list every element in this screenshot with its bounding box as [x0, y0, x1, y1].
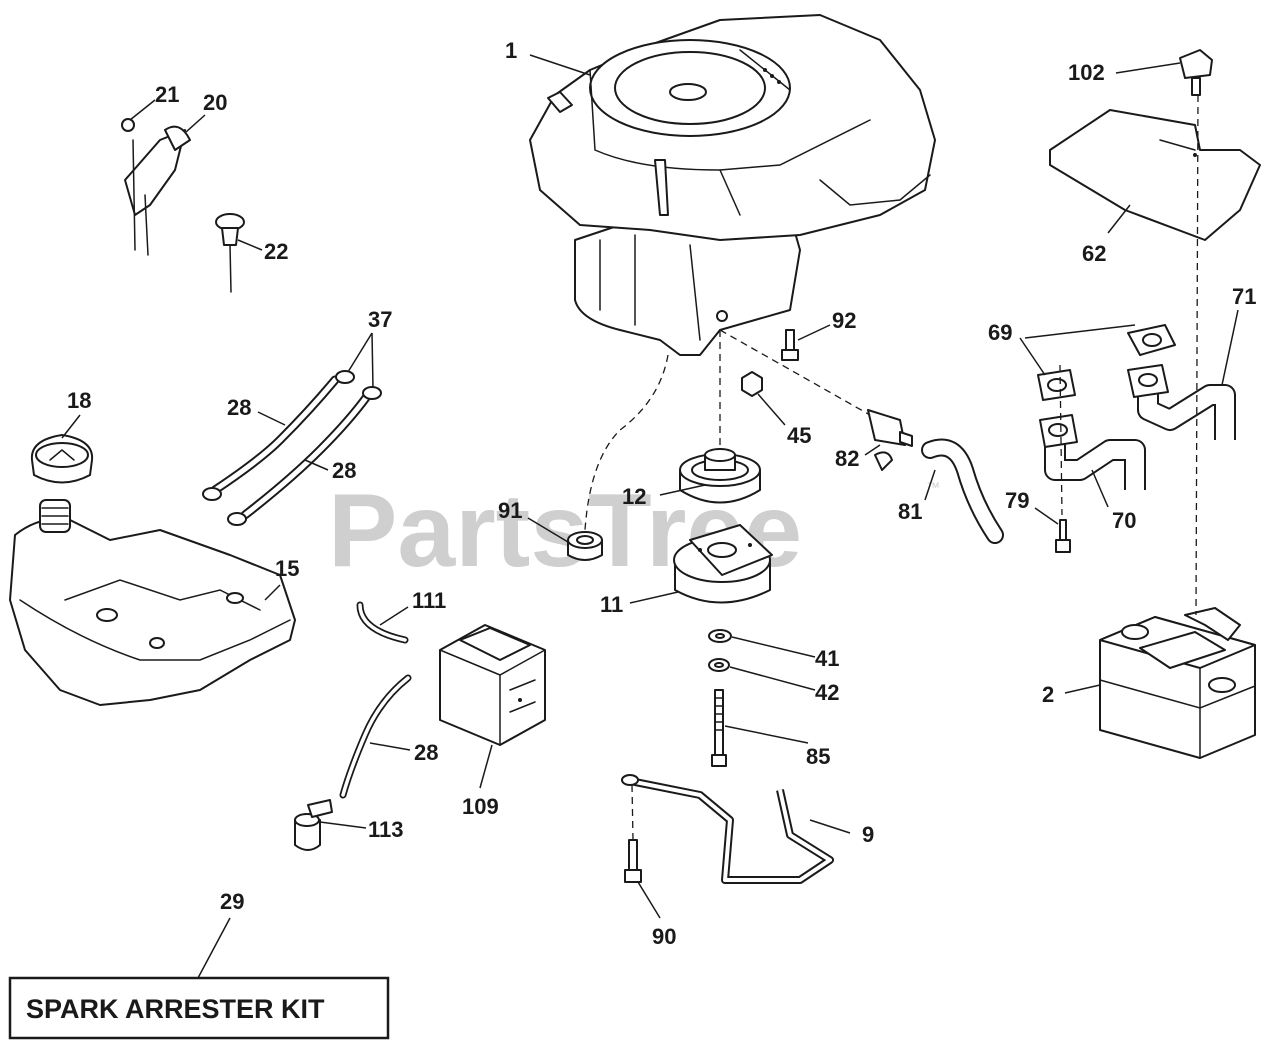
callout-37[interactable]: 37	[368, 307, 392, 332]
pto-clutch[interactable]	[673, 524, 773, 604]
clutch-bolt[interactable]	[711, 689, 727, 767]
callout-90[interactable]: 90	[652, 924, 676, 949]
callout-109[interactable]: 109	[462, 794, 499, 819]
callout-21[interactable]: 21	[155, 82, 179, 107]
callout-41[interactable]: 41	[815, 646, 839, 671]
callout-15[interactable]: 15	[275, 556, 299, 581]
callout-111[interactable]: 111	[412, 588, 446, 613]
callout-28-upper[interactable]: 28	[227, 395, 251, 420]
fuel-tank[interactable]	[9, 499, 296, 706]
callout-numbers: 1 2 9 11 12 15 18 20 21 22 28 28 28 29 3…	[67, 38, 1256, 949]
callout-102[interactable]: 102	[1068, 60, 1105, 85]
callout-28-lower[interactable]: 28	[332, 458, 356, 483]
vent-hose-111[interactable]	[356, 601, 409, 644]
exhaust-gasket-lower[interactable]	[1037, 369, 1076, 401]
oil-drain-valve[interactable]	[867, 409, 913, 471]
washer-42[interactable]	[708, 658, 730, 672]
washer-41[interactable]	[708, 629, 732, 643]
callout-70[interactable]: 70	[1112, 508, 1136, 533]
oil-drain-cap[interactable]	[567, 531, 603, 561]
callout-2[interactable]: 2	[1042, 682, 1054, 707]
oil-drain-hose[interactable]	[921, 438, 1004, 544]
fuel-fitting-113[interactable]	[294, 799, 333, 851]
callout-29[interactable]: 29	[220, 889, 244, 914]
exhaust-gasket-upper[interactable]	[1127, 324, 1176, 356]
callout-92[interactable]: 92	[832, 308, 856, 333]
throttle-bracket[interactable]	[121, 118, 191, 256]
callout-79[interactable]: 79	[1005, 488, 1029, 513]
shield-screw[interactable]	[1179, 49, 1213, 96]
spark-arrester-kit-label: SPARK ARRESTER KIT	[26, 994, 325, 1024]
muffler[interactable]	[1099, 607, 1256, 759]
bolt-92[interactable]	[781, 329, 799, 361]
assembly-line-shield	[1195, 94, 1199, 616]
assembly-line-bracket	[631, 784, 634, 841]
fuel-line-upper[interactable]	[210, 375, 340, 495]
assembly-line-exhaust	[1059, 364, 1063, 516]
callout-20[interactable]: 20	[203, 90, 227, 115]
choke-knob[interactable]	[215, 213, 245, 293]
callout-28-vent[interactable]: 28	[414, 740, 438, 765]
leader-lines	[61, 54, 1239, 979]
callout-69[interactable]: 69	[988, 320, 1012, 345]
exhaust-pipe-71[interactable]	[1127, 364, 1236, 440]
heat-shield[interactable]	[1049, 109, 1261, 241]
callout-12[interactable]: 12	[622, 484, 646, 509]
charcoal-canister[interactable]	[439, 624, 546, 746]
callout-11[interactable]: 11	[600, 592, 623, 617]
callout-71[interactable]: 71	[1232, 284, 1256, 309]
callout-91[interactable]: 91	[498, 498, 522, 523]
fuel-cap[interactable]	[30, 434, 94, 484]
exhaust-bolt[interactable]	[1055, 519, 1071, 553]
assembly-line-oil-drain	[584, 354, 669, 531]
nut-45[interactable]	[741, 371, 763, 397]
engine-pulley[interactable]	[679, 448, 761, 504]
fuel-line-lower[interactable]	[240, 390, 373, 520]
callout-82[interactable]: 82	[835, 446, 859, 471]
watermark-trademark: ™	[926, 479, 940, 495]
callout-45[interactable]: 45	[787, 423, 811, 448]
callout-113[interactable]: 113	[368, 817, 404, 842]
engine[interactable]	[529, 14, 936, 356]
bracket-bolt[interactable]	[624, 839, 642, 883]
callout-22[interactable]: 22	[264, 239, 288, 264]
hose-clamps[interactable]	[202, 370, 382, 526]
callout-81[interactable]: 81	[898, 499, 922, 524]
callout-85[interactable]: 85	[806, 744, 830, 769]
callout-1[interactable]: 1	[505, 38, 517, 63]
callout-42[interactable]: 42	[815, 680, 839, 705]
assembly-line-valve	[719, 329, 871, 416]
callout-62[interactable]: 62	[1082, 241, 1106, 266]
callout-9[interactable]: 9	[862, 822, 874, 847]
vent-hose-28[interactable]	[339, 674, 412, 799]
engine-bracket[interactable]	[621, 774, 834, 884]
spark-arrester-kit-box[interactable]: SPARK ARRESTER KIT	[8, 976, 390, 1040]
callout-18[interactable]: 18	[67, 388, 91, 413]
exhaust-pipe-70[interactable]	[1039, 414, 1146, 490]
